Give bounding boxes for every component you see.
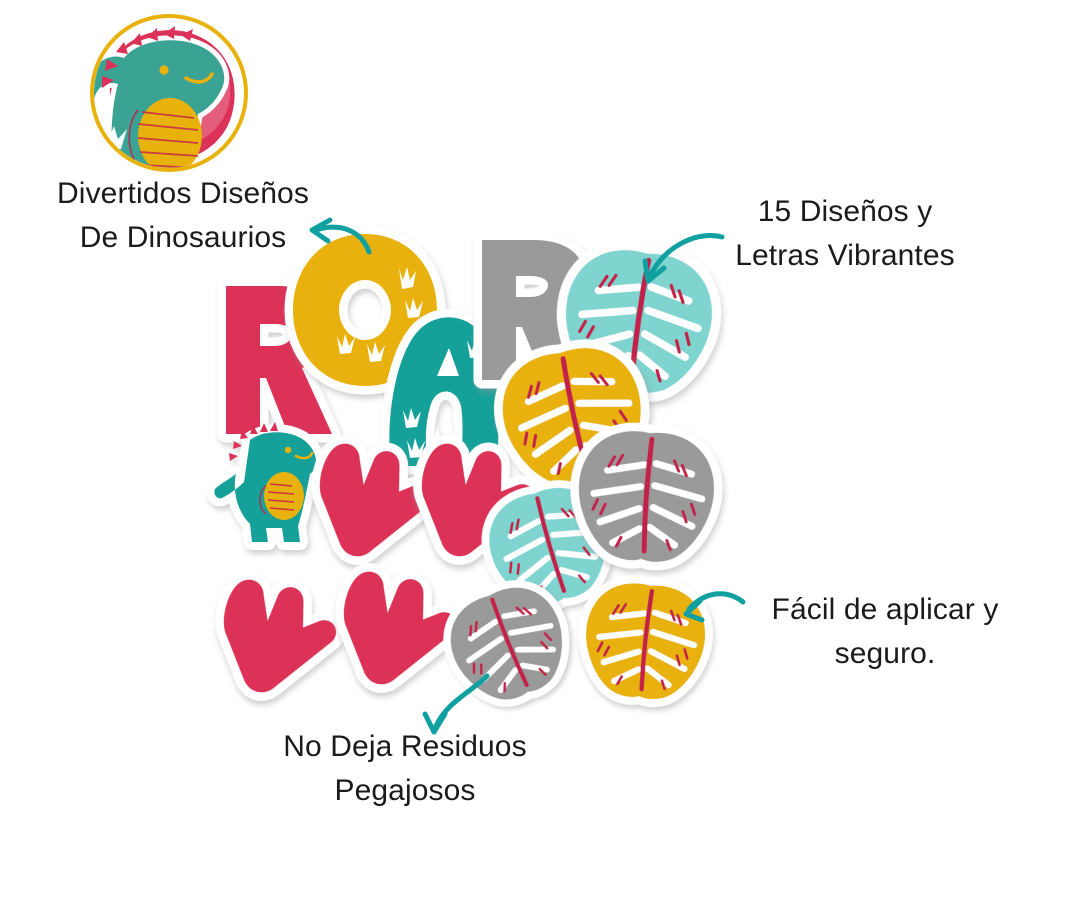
badge-dino-spines (102, 26, 193, 88)
callout-vibrant-designs-letters: 15 Diseños y Letras Vibrantes (735, 195, 955, 272)
dinosaur-logo-badge (90, 14, 248, 172)
callout-no-sticky-residue: No Deja Residuos Pegajosos (283, 730, 527, 807)
callout-easy-safe-apply: Fácil de aplicar y seguro. (771, 593, 999, 670)
arrow-to-blue-leaf (642, 233, 725, 284)
badge-dinosaur (94, 26, 230, 168)
arrow-to-gold-leaf (683, 591, 746, 623)
arrow-to-fun-designs (309, 217, 372, 255)
callout-fun-dinosaur-designs: Divertidos Diseños De Dinosaurios (57, 177, 309, 254)
arrow-to-no-residue (422, 673, 490, 735)
